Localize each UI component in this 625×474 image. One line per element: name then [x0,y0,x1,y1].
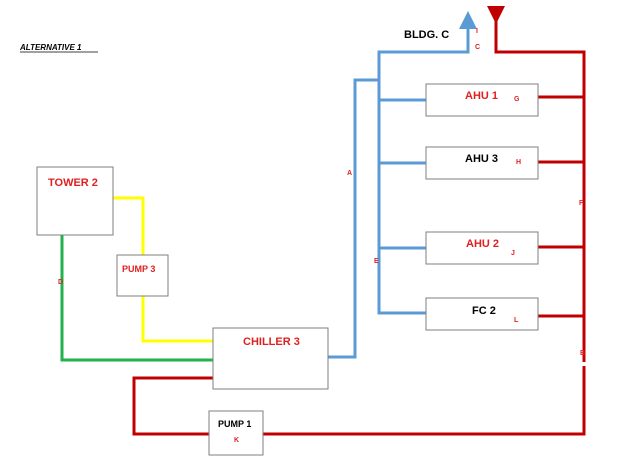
ahu-2-tag: J [511,250,515,257]
pipe-label-e: E [374,258,379,265]
ahu-2-label: AHU 2 [466,238,499,250]
fc-2-tag: L [514,317,519,324]
pump-1-tag: K [234,437,239,444]
diagram-title: ALTERNATIVE 1 [19,43,82,52]
return-riser-f [487,6,586,362]
pipe-label-b: B [580,350,585,357]
pump-3-label: PUMP 3 [122,264,155,274]
condenser-supply-to-chiller [141,296,213,343]
ahu-1-tag: G [514,96,520,103]
pipe-label-d: D [58,279,63,286]
pipe-label-f: F [579,200,584,207]
supply-branch-fc2 [377,278,426,315]
pump-1-box: PUMP 1 K [208,410,264,456]
building-label: BLDG. C [404,29,449,41]
chiller-3-box: CHILLER 3 [212,327,329,390]
fc-2-box: FC 2 L [425,297,539,331]
ahu-1-box: AHU 1 G [425,83,539,117]
supply-pipe-a [328,78,379,359]
condenser-return-d [60,235,213,362]
pump-1-label: PUMP 1 [218,419,251,429]
condenser-supply-to-pump3 [113,196,145,255]
ahu-3-box: AHU 3 H [425,146,539,180]
return-pipe-b [263,366,586,436]
ahu-1-label: AHU 1 [465,90,498,102]
ahu-3-label: AHU 3 [465,153,498,165]
return-to-chiller [132,376,213,436]
ahu-2-box: AHU 2 J [425,231,539,265]
pipe-label-c: C [475,44,480,51]
pump-3-box: PUMP 3 [116,254,169,297]
tower-2-label: TOWER 2 [48,177,98,189]
pipe-label-i: I [476,28,478,35]
ahu-3-tag: H [516,159,521,166]
tower-2-box: TOWER 2 [36,166,114,236]
pipe-label-a: A [347,170,352,177]
fc-2-label: FC 2 [472,305,496,317]
supply-riser-bldg-c [377,11,477,313]
chiller-3-label: CHILLER 3 [243,336,300,348]
